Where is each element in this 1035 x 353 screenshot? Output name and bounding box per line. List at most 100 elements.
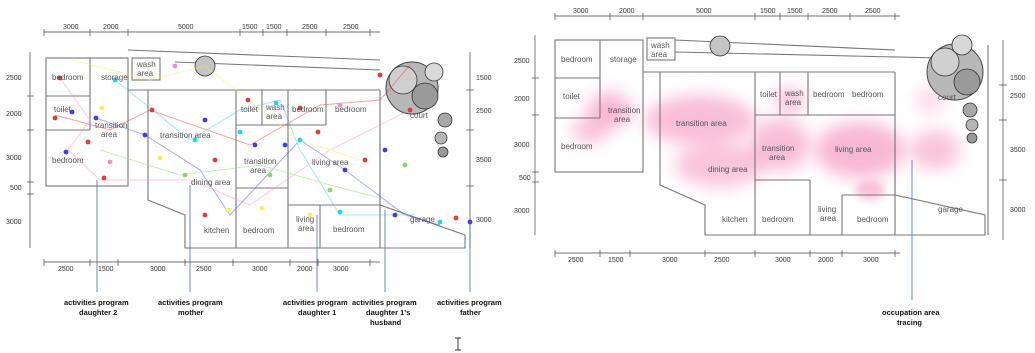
- dim-right-3: 3500: [476, 157, 492, 164]
- caption-husband: activities program daughter 1's husband: [352, 298, 417, 327]
- r-dim-top-5: 1500: [787, 8, 803, 15]
- dim-bottom-2: 1500: [98, 266, 114, 273]
- dim-left-4: 500: [10, 185, 22, 192]
- dim-top-5: 1500: [266, 24, 282, 31]
- bottom-dimension-line-right: [554, 250, 900, 257]
- r-room-transition-area: transition area: [676, 119, 727, 128]
- r-dim-right-3: 3500: [1010, 147, 1026, 154]
- r-dim-top-7: 2500: [865, 8, 881, 15]
- left-dimension-line-right: [532, 35, 539, 235]
- r-dim-bottom-5: 3000: [775, 257, 791, 264]
- r-dim-bottom-2: 1500: [608, 257, 624, 264]
- r-dim-bottom-4: 2500: [714, 257, 730, 264]
- r-room-toilet-mid: toilet: [760, 90, 778, 99]
- caption-occupation-line-1: occupation area: [882, 308, 940, 317]
- r-room-bedroom-bottom-1: bedroom: [762, 215, 794, 224]
- room-garage: garage: [410, 215, 435, 224]
- r-dim-left-1: 2500: [514, 58, 530, 65]
- caption-daughter-2-line-1: activities program: [64, 298, 129, 307]
- r-room-garage: garage: [938, 205, 963, 214]
- room-storage: storage: [101, 73, 128, 82]
- dim-top-7: 2500: [343, 24, 359, 31]
- r-room-toilet-left: toilet: [563, 92, 581, 101]
- r-dim-top-4: 1500: [760, 8, 776, 15]
- r-dim-left-5: 3000: [514, 208, 530, 215]
- caption-father: activities program father: [437, 298, 502, 317]
- r-room-storage: storage: [610, 55, 637, 64]
- r-dim-bottom-6: 2000: [818, 257, 834, 264]
- room-dining-area: dining area: [191, 178, 231, 187]
- r-dim-right-2: 2500: [1010, 93, 1026, 100]
- room-living-area: living area: [312, 158, 349, 167]
- dim-right-1: 1500: [476, 75, 492, 82]
- dim-left-1: 2500: [6, 75, 22, 82]
- r-dim-left-3: 3000: [514, 142, 530, 149]
- right-dimension-line-right: [999, 40, 1007, 240]
- caption-husband-line-1: activities program: [352, 298, 417, 307]
- caption-daughter-2: activities program daughter 2: [64, 298, 129, 317]
- r-room-kitchen: kitchen: [722, 215, 747, 224]
- r-dim-bottom-1: 2500: [568, 257, 584, 264]
- room-bedroom-bottom-2: bedroom: [333, 225, 365, 234]
- r-dim-top-2: 2000: [619, 8, 635, 15]
- dim-bottom-6: 2000: [297, 266, 313, 273]
- caption-husband-line-3: husband: [370, 318, 402, 327]
- occupation-heatmap: [572, 88, 960, 200]
- r-room-bedroom-top-left: bedroom: [561, 55, 593, 64]
- text-cursor-icon: [455, 337, 461, 351]
- caption-mother-line-2: mother: [178, 308, 204, 317]
- dim-top-6: 2500: [302, 24, 318, 31]
- bottom-dimension-line: [43, 259, 380, 266]
- room-bedroom-bottom-left: bedroom: [52, 156, 84, 165]
- dim-bottom-4: 2500: [196, 266, 212, 273]
- right-floor-plan: 3000 2000 5000 1500 1500 2500 2500 2500 …: [514, 8, 1026, 327]
- r-dim-right-4: 3000: [1010, 207, 1026, 214]
- court-trees-right: [709, 34, 984, 144]
- caption-daughter-1-line-1: activities program: [283, 298, 348, 307]
- r-dim-top-6: 2500: [822, 8, 838, 15]
- r-dim-top-3: 5000: [696, 8, 712, 15]
- r-room-dining-area: dining area: [708, 165, 748, 174]
- dim-bottom-1: 2500: [58, 266, 74, 273]
- caption-mother: activities program mother: [158, 298, 223, 317]
- r-room-bedroom-bottom-left: bedroom: [561, 142, 593, 151]
- caption-occupation-line-2: tracing: [897, 318, 922, 327]
- room-transition-area: transition area: [160, 131, 211, 140]
- dim-top-3: 5000: [178, 24, 194, 31]
- dim-top-1: 3000: [63, 24, 79, 31]
- room-bedroom-bottom-1: bedroom: [243, 226, 275, 235]
- left-floor-plan: 3000 2000 5000 1500 1500 2500 2500 2500 …: [6, 24, 502, 327]
- dim-top-4: 1500: [242, 24, 258, 31]
- r-room-living-area: living area: [835, 145, 872, 154]
- r-room-bedroom-mid-2: bedroom: [852, 90, 884, 99]
- dim-left-2: 2000: [6, 111, 22, 118]
- r-room-court: court: [938, 93, 957, 102]
- caption-daughter-1-line-2: daughter 1: [298, 308, 336, 317]
- room-kitchen: kitchen: [204, 226, 229, 235]
- r-dim-left-2: 2000: [514, 96, 530, 103]
- room-toilet-mid: toilet: [241, 105, 259, 114]
- room-court: court: [410, 111, 429, 120]
- r-dim-right-1: 1500: [1010, 75, 1026, 82]
- caption-leaders: [96, 180, 471, 292]
- dim-top-2: 2000: [103, 24, 119, 31]
- left-dimension-line: [27, 52, 34, 248]
- caption-mother-line-1: activities program: [158, 298, 223, 307]
- dim-right-2: 2500: [476, 108, 492, 115]
- right-dimension-line: [466, 52, 474, 248]
- room-toilet-left: toilet: [54, 105, 72, 114]
- r-room-bedroom-mid-1: bedroom: [813, 90, 845, 99]
- walls-right: [554, 37, 989, 236]
- r-dim-bottom-7: 3000: [863, 257, 879, 264]
- activity-dots: [52, 63, 473, 225]
- room-bedroom-mid-1: bedroom: [292, 105, 324, 114]
